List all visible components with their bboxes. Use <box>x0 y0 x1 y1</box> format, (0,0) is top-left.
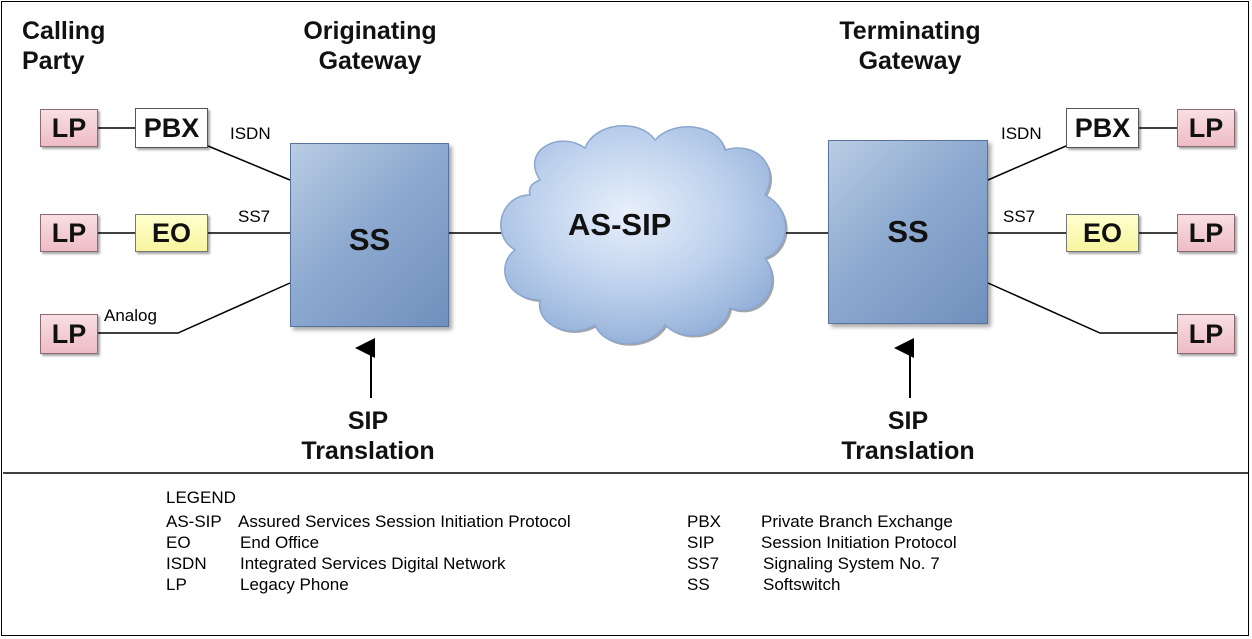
as-sip-cloud-shape <box>500 125 787 345</box>
legend-desc: Assured Services Session Initiation Prot… <box>238 512 571 531</box>
legend-desc: End Office <box>240 533 320 552</box>
pbx-label: PBX <box>143 112 200 143</box>
end-office-left: EO <box>135 214 208 252</box>
legend-desc: Softswitch <box>763 575 841 594</box>
legend-title: LEGEND <box>166 488 236 507</box>
legend-row: SIP Session Initiation Protocol <box>687 532 957 553</box>
legacy-phone-left-2: LP <box>40 214 98 252</box>
ss-label: SS <box>887 214 929 249</box>
softswitch-terminating: SS <box>828 140 988 324</box>
legend-row: EO End Office <box>166 532 571 553</box>
legacy-phone-right-1: LP <box>1177 109 1235 147</box>
legend-abbr: EO <box>166 533 191 552</box>
legend-desc: Legacy Phone <box>240 575 349 594</box>
legend-desc: Session Initiation Protocol <box>761 533 957 552</box>
line-ss-pbx-right <box>987 145 1067 181</box>
link-label-isdn-left: ISDN <box>230 124 271 143</box>
legend-desc: Signaling System No. 7 <box>763 554 940 573</box>
legend-row: LP Legacy Phone <box>166 574 571 595</box>
legacy-phone-left-1: LP <box>40 109 98 147</box>
line-analog-left <box>98 282 291 334</box>
legend-abbr: SS <box>687 575 710 594</box>
legend-abbr: AS-SIP <box>166 512 222 531</box>
legacy-phone-right-3: LP <box>1177 314 1235 354</box>
link-label-ss7-right: SS7 <box>1003 207 1036 226</box>
legend-desc: Integrated Services Digital Network <box>240 554 506 573</box>
lp-label: LP <box>1188 217 1224 248</box>
line-pbx-ss-left <box>207 145 291 181</box>
link-label-analog-left: Analog <box>104 306 157 325</box>
legend: LEGEND <box>166 487 236 508</box>
header-originating-gateway: Originating Gateway <box>303 17 437 75</box>
legend-row: SS7 Signaling System No. 7 <box>687 553 957 574</box>
legend-abbr: LP <box>166 575 187 594</box>
pbx-left: PBX <box>135 108 208 148</box>
pbx-right: PBX <box>1066 108 1139 148</box>
legend-row: ISDN Integrated Services Digital Network <box>166 553 571 574</box>
legend-left-column: AS-SIP Assured Services Session Initiatio… <box>166 511 571 595</box>
softswitch-originating: SS <box>290 143 449 327</box>
sip-translation-left: SIP Translation <box>301 407 435 465</box>
sip-translation-right: SIP Translation <box>841 407 975 465</box>
lp-label: LP <box>1188 318 1224 349</box>
legend-row: PBX Private Branch Exchange <box>687 511 957 532</box>
network-label: AS-SIP <box>568 207 672 242</box>
line-ss-lp-right <box>987 282 1177 334</box>
lp-label: LP <box>1188 112 1224 143</box>
end-office-right: EO <box>1066 214 1139 252</box>
link-label-isdn-right: ISDN <box>1001 124 1042 143</box>
legend-row: AS-SIP Assured Services Session Initiatio… <box>166 511 571 532</box>
eo-label: EO <box>1082 217 1122 248</box>
legend-abbr: PBX <box>687 512 722 531</box>
pbx-label: PBX <box>1074 112 1131 143</box>
ss-label: SS <box>348 222 391 257</box>
header-terminating-gateway: Terminating Gateway <box>839 17 981 75</box>
legacy-phone-left-3: LP <box>40 314 98 354</box>
header-calling-party: Calling Party <box>22 17 106 75</box>
legend-abbr: SS7 <box>687 554 720 573</box>
lp-label: LP <box>51 112 87 143</box>
link-label-ss7-left: SS7 <box>238 207 271 226</box>
legend-right-column: PBX Private Branch Exchange SIP Session In… <box>687 511 957 595</box>
eo-label: EO <box>151 217 191 248</box>
legend-desc: Private Branch Exchange <box>761 512 953 531</box>
legend-row: SS Softswitch <box>687 574 957 595</box>
legacy-phone-right-2: LP <box>1177 214 1235 252</box>
legend-abbr: SIP <box>687 533 715 552</box>
lp-label: LP <box>51 318 87 349</box>
legend-abbr: ISDN <box>166 554 207 573</box>
lp-label: LP <box>51 217 87 248</box>
